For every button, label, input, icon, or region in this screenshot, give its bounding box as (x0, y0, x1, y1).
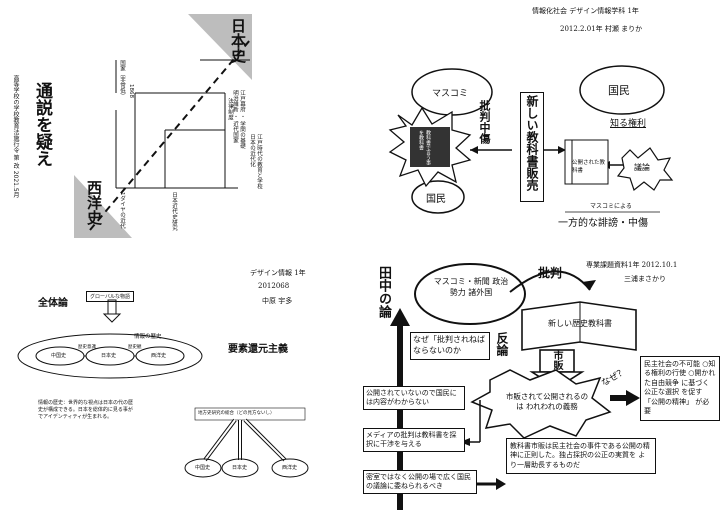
kokumin-bottom-ellipse (411, 180, 465, 214)
note-e: 日本の近代化 (249, 134, 255, 167)
history-diagram (74, 14, 252, 238)
band-label: 情報の歴史 (134, 334, 162, 340)
panel-top-left: 通説を疑え 高等学校の学校教育法施行令 第 改 2021.5月 西洋史 日本史 … (0, 0, 352, 250)
critic-label: 批判 (538, 266, 563, 280)
diagonal-dashed (89, 39, 251, 231)
kokumin-top-ellipse (579, 65, 665, 115)
label-japan: 日本史 (229, 18, 247, 63)
hw-line2: 2012068 (258, 282, 290, 290)
cloud-text: マスコミ・新聞 政治勢力 諸外国 (433, 277, 509, 298)
new-textbook-box: 新しい教科書販売 (520, 92, 544, 202)
title: 通説を疑え (32, 82, 52, 167)
reason-box-3: 密室ではなく公開の場で広く国民の議論に委ねられるべき (363, 470, 477, 495)
note-c: 法律制度 (227, 98, 233, 120)
burst-text: 教科書で言う事を教科書 (418, 130, 431, 165)
kokumin-top-label: 国民 (608, 84, 630, 97)
massmedia-label: マスコミ (432, 89, 469, 99)
right-box: 民主社会の不可能 ○知る権利の行使 ○開かれた自由競争 に基づく公正な選択 を促… (640, 356, 720, 421)
debate-burst (616, 147, 674, 192)
panel-bottom-right: 専業課題資料1年 2012.10.1 三浦まさかり 田中の論 マスコミ・新聞 政… (360, 252, 720, 513)
japan-triangle (188, 14, 252, 80)
title-whole: 全体論 (38, 298, 68, 309)
header2: 2012.2.01年 村瀬 まりか (560, 25, 643, 33)
duty-burst (470, 369, 612, 439)
question-box: なぜ「批判されねばならないのか (410, 332, 490, 360)
hw-line1: デザイン情報 1年 (250, 269, 306, 277)
small-r: 歴史観 (128, 345, 142, 350)
bottom-box: 教科書市販は民主社会の事件である公開の精神に正則した。独占採択の公正の実質を よ… (506, 438, 656, 475)
node-1868: 1868 (128, 84, 134, 98)
title-reduce: 要素還元主義 (228, 344, 288, 355)
header: 専業課題資料1年 2012.10.1 (586, 261, 678, 269)
hanron: 反論 (495, 332, 509, 356)
caption-main: 一方的な誹謗・中傷 (558, 218, 648, 229)
reason-box-2: メディアの批判は教科書を採択に干渉を与える (363, 428, 465, 453)
critic-label: 批判中傷 (478, 100, 491, 144)
panel-top-right: 情報化社会 デザイン情報学科 1年 2012.2.01年 村瀬 まりか マスコミ… (360, 0, 720, 250)
reduce-c: 日本史 (232, 465, 248, 471)
reduce-l: 中国史 (195, 465, 211, 471)
media-cloud (414, 263, 526, 325)
reduce-top: 地方史研究の総合（どの見方ないし） (198, 411, 275, 416)
reason-box-1: 公開されていないので国民には内容がわからない (363, 386, 465, 411)
axis-top-label: 国家（非常低） (119, 60, 125, 99)
west-triangle (74, 175, 132, 238)
textbook-dark-box (410, 127, 450, 167)
label-west: 西洋史 (85, 180, 103, 225)
market: 市販 (551, 350, 562, 370)
debate-label: 議論 (634, 163, 650, 172)
note-f: 1ダイヤの近代 (119, 192, 125, 229)
doc-icon (571, 139, 609, 185)
vertical-left: 田中の論 (376, 266, 391, 318)
header: 情報化社会 デザイン情報学科 1年 (532, 7, 639, 15)
note-b: 明治維新 ・ 近代国家 (232, 90, 238, 143)
know-right: 知る権利 (610, 119, 647, 129)
note-d: 江戸時代の教育と学校 (256, 134, 262, 189)
body-text: 情報の歴史：世界的な視点は日本の代の歴史が構成できる。日本を総体的に見る事がでア… (38, 400, 134, 420)
panel-bottom-left: デザイン情報 1年 2012068 中原 宇多 全体論 グローバルな物語 情報の… (0, 258, 352, 513)
ellipse-l: 中国史 (51, 353, 67, 359)
kokumin-bottom-label: 国民 (426, 194, 446, 205)
header2: 三浦まさかり (624, 275, 666, 283)
outer-band (17, 333, 203, 379)
doc-label: 公開された教科書 (572, 160, 606, 174)
reduce-r: 西洋史 (282, 465, 298, 471)
media-diagram (388, 65, 674, 214)
note-g: 日本近代史研究 (171, 192, 177, 231)
book-label: 新しい歴史教科書 (548, 319, 612, 328)
caption-small: マスコミによる (590, 203, 632, 210)
ellipse-r: 西洋史 (151, 353, 167, 359)
holism-diagram (17, 299, 309, 478)
top-box: グローバルな物語 (86, 291, 134, 302)
subtitle: 高等学校の学校教育法施行令 第 改 2021.5月 (12, 75, 19, 198)
ellipse-c: 日本史 (101, 353, 117, 359)
small-l: 歴史意識 (78, 345, 96, 350)
note-a: 江戸幕府 ・ 学問の基礎 (239, 90, 245, 149)
hw-line3: 中原 宇多 (262, 297, 293, 305)
burst-text: 市販されて公開されるのは われわれの義務 (505, 392, 589, 411)
